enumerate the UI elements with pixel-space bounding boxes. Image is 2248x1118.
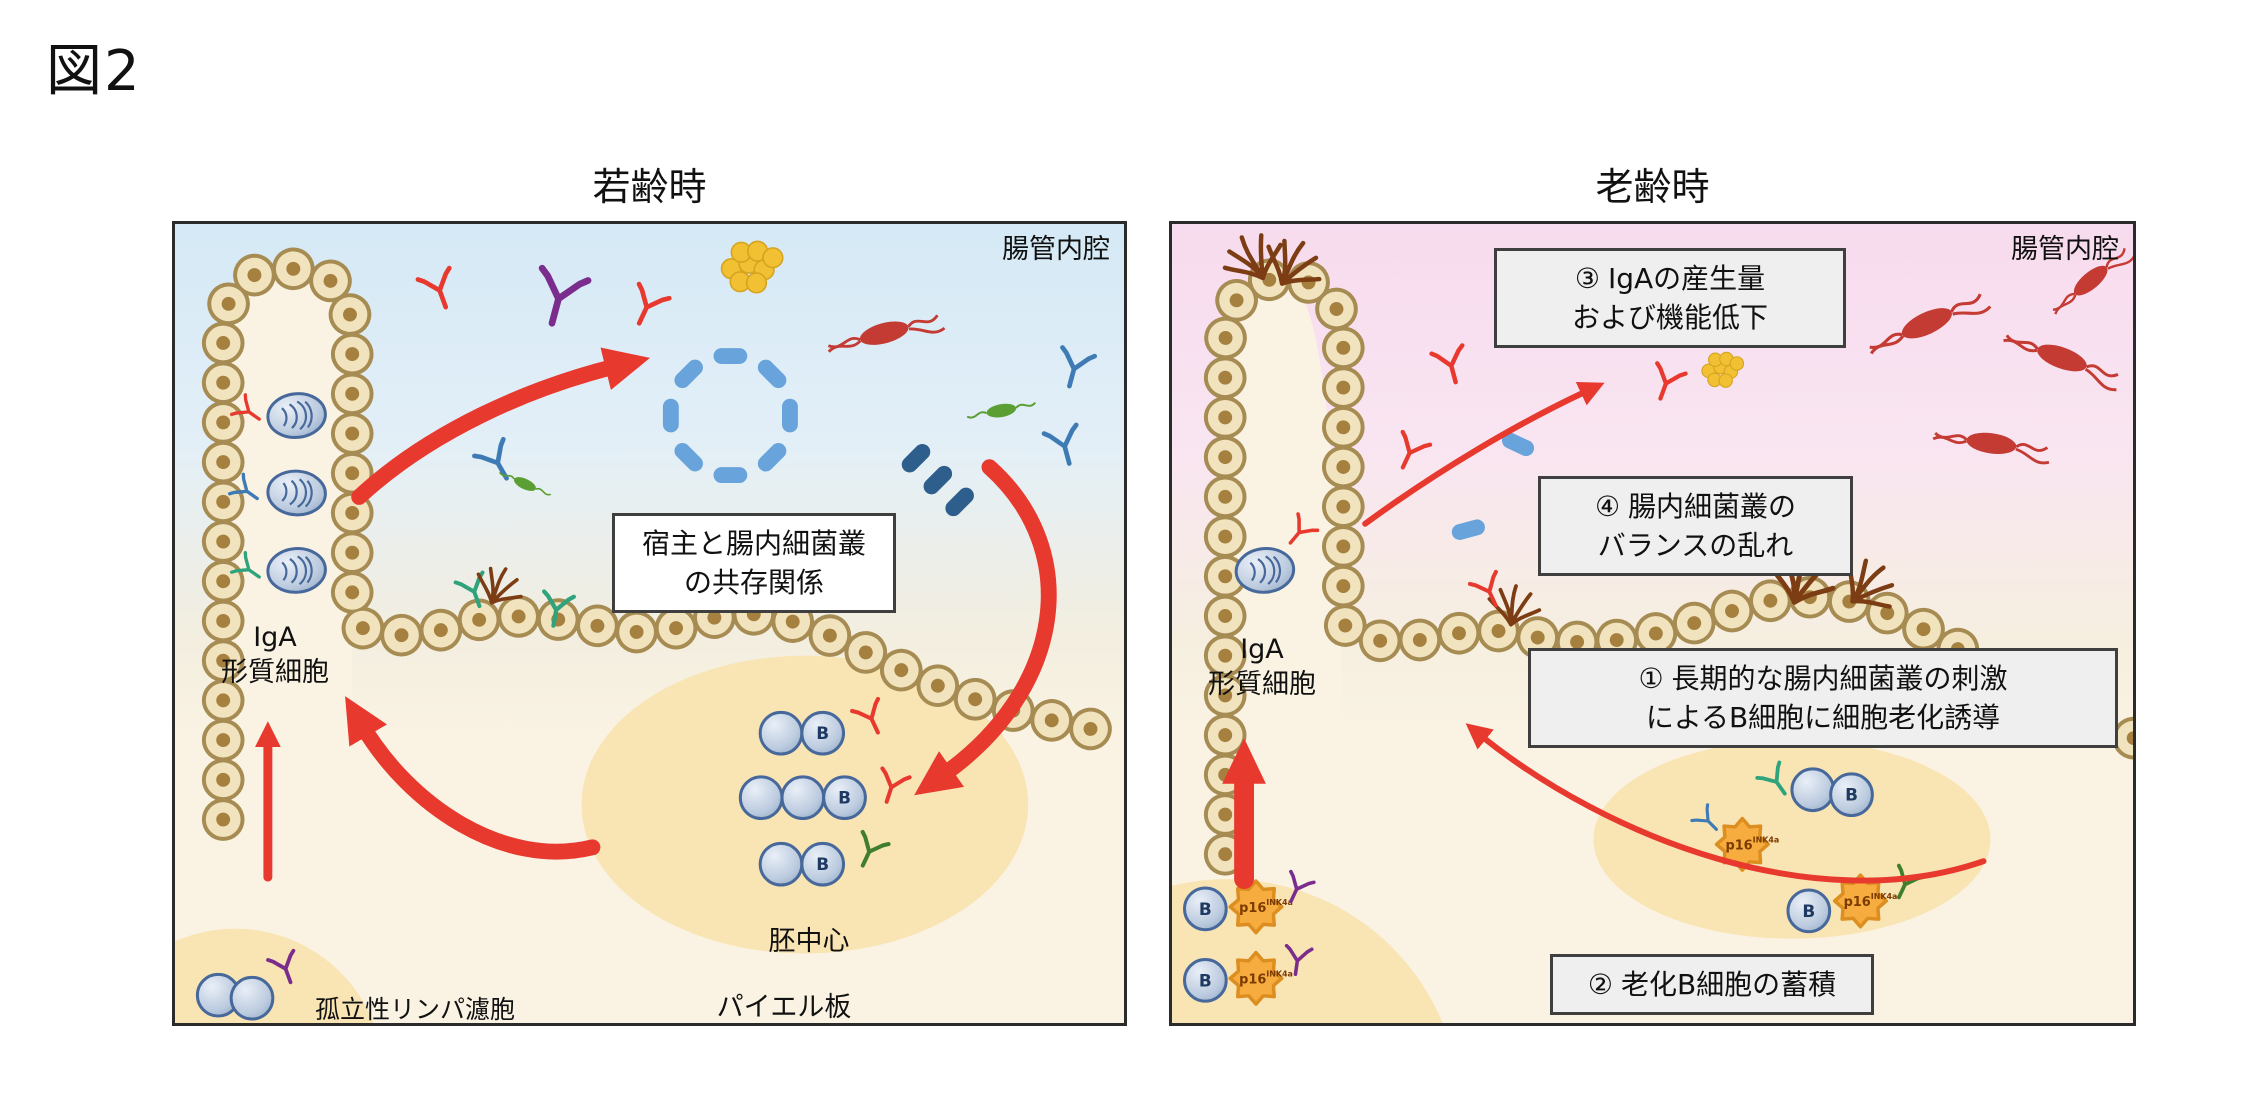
flagellated-bacterium-icon (1930, 423, 2054, 466)
antibody-icon (418, 268, 461, 313)
flagellated-bacterium-icon (965, 397, 1038, 424)
rod-bacteria-ring (662, 348, 798, 484)
antibody-icon (1646, 363, 1685, 403)
b-cell-label: B (816, 854, 829, 874)
antibody-icon (624, 284, 669, 330)
b-cell-icon (229, 975, 275, 1021)
b-cell-label: B (816, 723, 829, 743)
b-cell-icon (1790, 767, 1836, 813)
coexistence-callout: 宿主と腸内細菌叢 の共存関係 (612, 513, 896, 614)
germinal-center-b-cells: B B B (738, 699, 909, 887)
b-cell-label: B (1802, 901, 1815, 921)
flagellated-bacterium-icon (1998, 325, 2126, 393)
cocci-cluster-icon (1701, 351, 1745, 388)
antibody-icon (529, 268, 588, 329)
b-cell-label: B (1199, 899, 1212, 919)
cocci-cluster-icon (720, 240, 784, 294)
figure-number-label: 図2 (46, 39, 142, 104)
b-cell-icon (780, 775, 826, 821)
peyers-patch-area (1593, 740, 1991, 939)
panel-aged: B p16INK4a B p16INK4a B p16INK4a (1169, 221, 2136, 1026)
antibody-icon (1389, 432, 1430, 474)
flagellated-bacterium-icon (823, 306, 947, 362)
svg-text:p16INK4a: p16INK4a (1844, 892, 1898, 910)
arrow-peyers-to-villus (1465, 723, 1987, 884)
b-cell-icon (738, 775, 784, 821)
senescent-b-cell-icon: p16INK4a (1832, 873, 1898, 929)
flagellated-bacterium-icon (1863, 284, 1993, 364)
panel-young-graphic: B B B (175, 240, 1124, 1023)
germinal-center-label: 胚中心 (768, 926, 850, 957)
rod-bacterium-icon (1450, 517, 1487, 542)
follicle-senescent-cells: B p16INK4a B p16INK4a (1183, 869, 1316, 1006)
arrow-peyers-to-villus (345, 696, 601, 860)
svg-text:p16INK4a: p16INK4a (1725, 835, 1779, 853)
rod-bacteria (1450, 430, 1537, 542)
senescent-b-cell-icon: p16INK4a (1228, 950, 1293, 1006)
lumen-label: 腸管内腔 (2011, 234, 2119, 265)
peyers-patch-label: パイエル板 (716, 992, 852, 1023)
antibody-icon (1432, 345, 1471, 386)
arrow-iga-secretion (351, 347, 651, 505)
peyers-patch-cells: B p16INK4a B p16INK4a (1690, 760, 1926, 934)
senescent-b-cell-icon: p16INK4a (1714, 816, 1779, 872)
b-cell-icon (758, 710, 804, 756)
panel-aged-graphic: B p16INK4a B p16INK4a B p16INK4a (1172, 224, 2133, 1023)
antibody-icon (1044, 425, 1085, 468)
b-cell-label: B (1199, 970, 1212, 990)
panel-title-aged: 老齢時 (1595, 165, 1710, 209)
senescent-b-cell-icon: p16INK4a (1228, 879, 1293, 935)
b-cell-label: B (1845, 785, 1858, 805)
lumen-label: 腸管内腔 (1002, 234, 1110, 265)
b-cell-icon (758, 841, 804, 887)
antibody-icon (1053, 348, 1094, 391)
arrow-microbiota-to-peyers (914, 459, 1057, 796)
arrow-reduced-iga-secretion (1362, 381, 1605, 527)
segmented-rod-bacteria (898, 440, 978, 520)
panel-young: B B B 腸管内腔 (172, 221, 1127, 1026)
panel-title-young: 若齢時 (592, 165, 707, 209)
svg-text:p16INK4a: p16INK4a (1239, 969, 1293, 987)
follicle-label: 孤立性リンパ濾胞 (315, 995, 516, 1024)
svg-text:p16INK4a: p16INK4a (1239, 898, 1293, 916)
b-cell-label: B (838, 788, 851, 808)
